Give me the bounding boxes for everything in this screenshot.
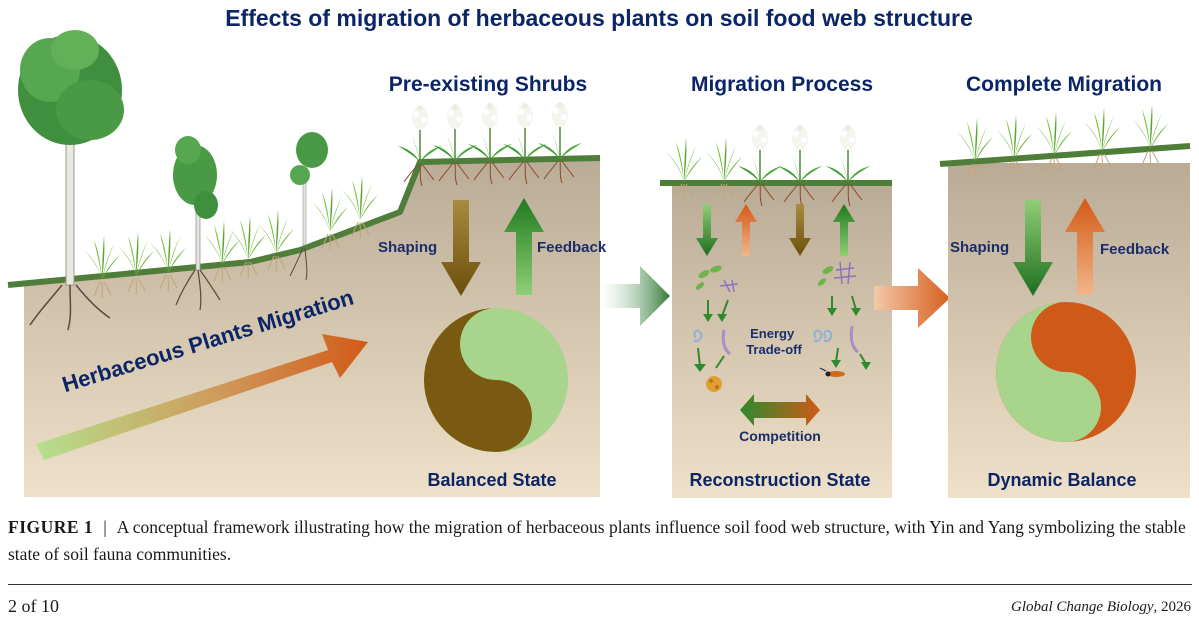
state-label: Balanced State <box>427 470 556 490</box>
journal-title: Global Change Biology <box>1011 599 1154 615</box>
shaping-label: Shaping <box>950 239 1009 256</box>
figure-label: FIGURE 1 <box>8 517 94 537</box>
shaping-arrow <box>441 200 481 296</box>
panel-heading: Migration Process <box>691 73 873 96</box>
ground-surface <box>7 155 601 288</box>
caption-text: A conceptual framework illustrating how … <box>8 517 1186 564</box>
state-label: Dynamic Balance <box>987 470 1136 490</box>
journal-year: , 2026 <box>1153 599 1192 615</box>
panel-heading: Complete Migration <box>966 73 1162 96</box>
migration-arrow <box>36 334 368 460</box>
small-tree-icon <box>173 136 221 311</box>
shaping-arrow-small <box>789 204 811 256</box>
feedback-arrow <box>1065 198 1105 295</box>
energy-tradeoff-line: Energy <box>750 326 795 341</box>
transition-arrow <box>874 268 950 328</box>
feedback-arrow-small <box>735 204 757 256</box>
competition-arrow <box>740 394 820 426</box>
figure-title: Effects of migration of herbaceous plant… <box>225 5 973 31</box>
footer-divider <box>8 584 1192 585</box>
energy-tradeoff-label: Energy Trade-off <box>746 326 802 357</box>
page-number: 2 of 10 <box>8 596 59 616</box>
transition-arrow <box>600 266 670 326</box>
competition-label: Competition <box>739 428 821 444</box>
feedback-arrow-small <box>833 204 855 256</box>
food-web-right <box>813 261 871 377</box>
figure-caption: FIGURE 1 |A conceptual framework illustra… <box>8 514 1193 568</box>
grass-icon <box>1083 107 1121 171</box>
panel-heading: Pre-existing Shrubs <box>389 73 587 96</box>
food-web-left <box>693 265 739 392</box>
birch-tree-icon <box>18 30 124 331</box>
feedback-arrow <box>504 198 544 295</box>
grass-icon <box>1131 104 1169 168</box>
energy-tradeoff-line: Trade-off <box>746 342 802 357</box>
journal-name: Global Change Biology, 2026 <box>1011 599 1191 616</box>
yin-yang-icon <box>996 302 1136 442</box>
sapling-icon <box>289 132 328 281</box>
shaping-arrow-small <box>696 204 718 256</box>
caption-separator: | <box>103 517 107 537</box>
feedback-label: Feedback <box>1100 241 1170 258</box>
yin-yang-icon <box>424 308 568 452</box>
shaping-arrow <box>1013 200 1053 296</box>
conceptual-figure: Effects of migration of herbaceous plant… <box>7 5 1191 498</box>
state-label: Reconstruction State <box>689 470 870 490</box>
shaping-label: Shaping <box>378 239 437 256</box>
feedback-label: Feedback <box>537 239 607 256</box>
